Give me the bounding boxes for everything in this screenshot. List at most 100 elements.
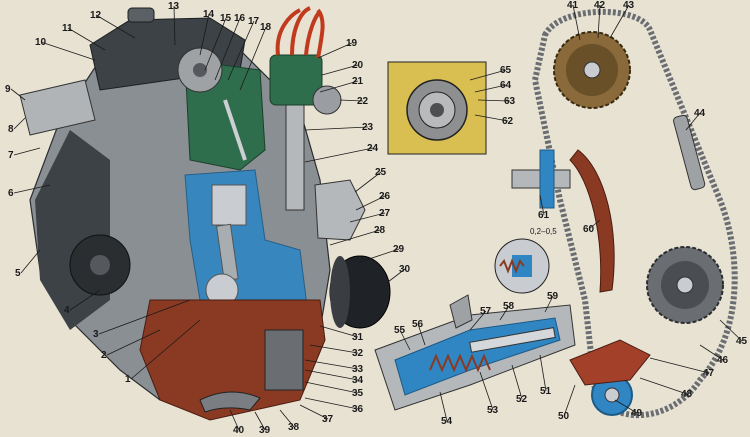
callout-leader-42 [597, 4, 601, 39]
callout-leader-65 [469, 69, 507, 81]
callout-leader-37 [299, 404, 329, 420]
callout-number-41: 41 [567, 0, 579, 11]
callout-number-4: 4 [64, 305, 70, 316]
callout-leader-56 [417, 323, 426, 346]
callout-leader-1 [130, 319, 201, 380]
callout-62: 62 [474, 114, 514, 127]
callout-number-23: 23 [362, 122, 374, 133]
callout-57: 57 [469, 306, 492, 331]
callout-12: 12 [90, 10, 136, 39]
callout-36: 36 [304, 397, 364, 415]
callout-64: 64 [474, 80, 512, 93]
tensioner-bracket [449, 294, 473, 329]
callout-60: 60 [583, 219, 601, 235]
callout-leader-57 [469, 310, 487, 331]
callout-43: 43 [609, 0, 635, 39]
callout-leader-46 [699, 344, 724, 361]
callout-63: 63 [477, 96, 516, 107]
callout-28: 28 [329, 225, 386, 246]
callout-number-46: 46 [717, 355, 729, 366]
callout-55: 55 [394, 325, 411, 351]
gap-detail: 0,2–0,5 [494, 227, 557, 294]
callout-leader-60 [588, 219, 601, 230]
gap-detail-spring [499, 258, 525, 274]
callout-54: 54 [439, 391, 453, 427]
callout-number-34: 34 [352, 375, 364, 386]
callout-leader-50 [563, 384, 576, 417]
callout-number-27: 27 [379, 208, 391, 219]
callout-33: 33 [304, 359, 364, 375]
callout-30: 30 [387, 264, 411, 283]
distributor-cap [269, 54, 323, 106]
callout-number-3: 3 [93, 329, 99, 340]
callout-48: 48 [639, 377, 693, 400]
callout-leader-3 [98, 299, 191, 335]
callout-leader-40 [229, 409, 240, 431]
callout-leader-34 [304, 369, 359, 381]
callout-number-61: 61 [538, 210, 550, 221]
callout-leader-51 [539, 354, 547, 392]
camshaft-hub [193, 63, 207, 77]
callout-number-17: 17 [248, 16, 260, 27]
callout-leader-35 [304, 381, 359, 394]
callout-31: 31 [319, 325, 364, 343]
callout-46: 46 [699, 344, 729, 366]
callout-19: 19 [317, 38, 358, 59]
callout-44: 44 [685, 108, 706, 131]
oil-pump [264, 329, 304, 391]
callout-32: 32 [309, 344, 364, 359]
tensioner-rod [469, 327, 556, 353]
fuel-pump [314, 179, 366, 241]
callout-number-54: 54 [441, 416, 453, 427]
pump-drive-inset [387, 61, 487, 155]
callout-number-6: 6 [8, 188, 14, 199]
callout-number-52: 52 [516, 394, 528, 405]
callout-number-53: 53 [487, 405, 499, 416]
callout-leader-55 [399, 329, 411, 351]
callout-leader-7 [13, 147, 41, 156]
callout-leader-59 [544, 295, 554, 313]
callout-number-45: 45 [736, 336, 748, 347]
callout-38: 38 [279, 409, 300, 433]
callout-15: 15 [204, 13, 232, 71]
callout-37: 37 [299, 404, 334, 425]
callout-number-13: 13 [168, 1, 180, 12]
callout-leader-64 [474, 84, 507, 93]
camshaft-sprocket-bolt [583, 61, 601, 79]
callout-leader-53 [479, 371, 494, 411]
valve-stem [223, 99, 247, 161]
callout-number-26: 26 [379, 191, 391, 202]
callout-number-51: 51 [540, 386, 552, 397]
ignition-wires [275, 6, 325, 59]
chain-damper [673, 114, 706, 191]
callout-number-29: 29 [393, 244, 405, 255]
callout-leader-41 [572, 4, 581, 41]
callout-leader-15 [204, 17, 227, 71]
callout-leader-63 [477, 99, 511, 102]
callout-number-40: 40 [233, 425, 245, 436]
callout-leader-6 [13, 184, 51, 194]
callout-11: 11 [62, 23, 106, 51]
callout-number-47: 47 [703, 368, 715, 379]
callout-leader-2 [106, 329, 161, 356]
callout-42: 42 [594, 0, 606, 39]
callout-leader-23 [304, 126, 369, 131]
callout-27: 27 [349, 208, 391, 223]
callout-13: 13 [168, 1, 180, 46]
callout-leader-8 [13, 117, 26, 130]
tensioner-cutaway [374, 294, 576, 411]
callout-leader-21 [319, 80, 359, 93]
callout-leader-11 [67, 27, 106, 51]
callout-50: 50 [558, 384, 576, 422]
piston [211, 184, 247, 226]
callout-7: 7 [8, 147, 41, 161]
callout-number-39: 39 [259, 425, 271, 436]
callout-leader-4 [69, 289, 101, 311]
callout-leader-26 [355, 195, 386, 211]
callout-number-32: 32 [352, 348, 364, 359]
callout-9: 9 [5, 84, 26, 101]
tensioner-spring [429, 353, 491, 373]
callout-10: 10 [35, 37, 96, 61]
callout-14: 14 [199, 9, 215, 56]
